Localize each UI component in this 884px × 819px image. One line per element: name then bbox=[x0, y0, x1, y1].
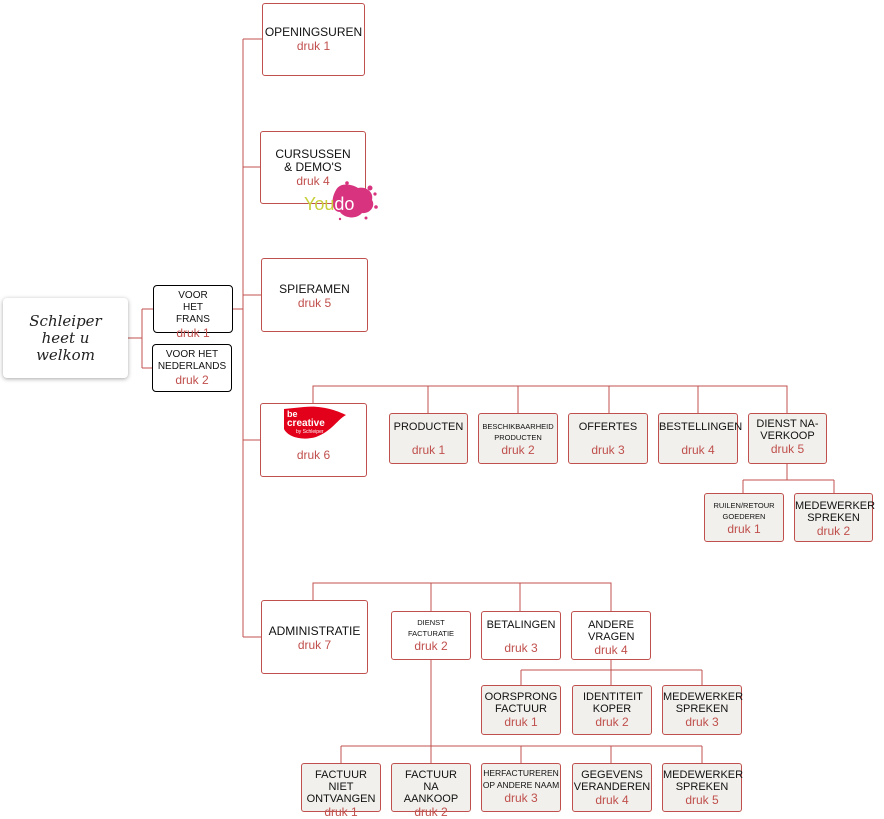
billing-medewerker-label: MEDEWERKER SPREKEN bbox=[663, 769, 744, 793]
billing-gegevens-druk: druk 4 bbox=[595, 793, 629, 807]
aftersales-medewerker-label: MEDEWERKER SPREKEN bbox=[795, 500, 876, 524]
admin-betalingen[interactable]: BETALINGEN druk 3 bbox=[481, 611, 561, 660]
language-french-box[interactable]: VOOR HET FRANS druk 1 bbox=[153, 285, 233, 340]
vragen-identiteit[interactable]: IDENTITEIT KOPER druk 2 bbox=[572, 685, 652, 735]
billing-na-aankoop-label: FACTUUR NA AANKOOP bbox=[403, 769, 459, 805]
youdo-you-text: Youdo bbox=[304, 194, 354, 214]
admin-andere-vragen-label: ANDERE VRAGEN bbox=[588, 619, 635, 643]
billing-niet-ontvangen-label: FACTUUR NIET ONTVANGEN bbox=[306, 769, 376, 805]
billing-na-aankoop-druk: druk 2 bbox=[414, 805, 448, 819]
menu-spieramen[interactable]: SPIERAMEN druk 5 bbox=[261, 258, 368, 332]
admin-dienst-facturatie[interactable]: DIENST FACTURATIE druk 2 bbox=[391, 611, 471, 660]
menu-administratie-label: ADMINISTRATIE bbox=[268, 624, 361, 638]
billing-gegevens-label: GEGEVENS VERANDEREN bbox=[573, 769, 651, 793]
billing-niet-ontvangen[interactable]: FACTUUR NIET ONTVANGEN druk 1 bbox=[301, 763, 381, 819]
creative-dienst-na-verkoop[interactable]: DIENST NA-VERKOOP druk 5 bbox=[748, 413, 827, 464]
vragen-identiteit-druk: druk 2 bbox=[595, 715, 629, 729]
creative-offertes-label: OFFERTES bbox=[578, 421, 638, 433]
billing-na-aankoop[interactable]: FACTUUR NA AANKOOP druk 2 bbox=[391, 763, 471, 819]
creative-offertes[interactable]: OFFERTES druk 3 bbox=[568, 413, 648, 464]
creative-bestellingen-druk: druk 4 bbox=[681, 443, 715, 457]
welcome-text: Schleiper heet u welkom bbox=[29, 311, 102, 364]
menu-be-creative[interactable]: druk 6 bbox=[260, 403, 367, 477]
billing-herfactureren-druk: druk 3 bbox=[504, 791, 538, 805]
admin-betalingen-label: BETALINGEN bbox=[486, 619, 556, 631]
creative-dienst-na-verkoop-label: DIENST NA-VERKOOP bbox=[756, 418, 819, 442]
vragen-oorsprong-druk: druk 1 bbox=[504, 715, 538, 729]
be-creative-text: creative bbox=[287, 418, 325, 429]
creative-dienst-na-verkoop-druk: druk 5 bbox=[770, 442, 805, 456]
vragen-medewerker-druk: druk 3 bbox=[685, 715, 719, 729]
aftersales-ruilen-druk: druk 1 bbox=[727, 522, 761, 536]
creative-offertes-druk: druk 3 bbox=[591, 443, 625, 457]
language-dutch-druk: druk 2 bbox=[175, 373, 209, 387]
language-french-label: VOOR HET FRANS bbox=[176, 290, 210, 325]
billing-herfactureren-label: HERFACTUREREN OP ANDERE NAAM bbox=[482, 768, 560, 790]
vragen-oorsprong-label: OORSPRONG FACTUUR bbox=[484, 691, 558, 715]
welcome-card: Schleiper heet u welkom bbox=[3, 298, 128, 378]
menu-cursussen-druk: druk 4 bbox=[296, 174, 330, 188]
aftersales-medewerker-druk: druk 2 bbox=[816, 524, 851, 538]
vragen-medewerker-label: MEDEWERKER SPREKEN bbox=[663, 691, 744, 715]
billing-niet-ontvangen-druk: druk 1 bbox=[324, 805, 358, 819]
vragen-identiteit-label: IDENTITEIT KOPER bbox=[583, 691, 643, 715]
language-french-druk: druk 1 bbox=[176, 326, 210, 340]
admin-betalingen-druk: druk 3 bbox=[504, 641, 538, 655]
be-creative-logo: be creative by Schleiper bbox=[284, 406, 346, 439]
menu-spieramen-label: SPIERAMEN bbox=[279, 282, 350, 296]
billing-gegevens[interactable]: GEGEVENS VERANDEREN druk 4 bbox=[572, 763, 652, 812]
creative-beschikbaarheid[interactable]: BESCHIKBAARHEID PRODUCTEN druk 2 bbox=[478, 413, 558, 464]
billing-medewerker[interactable]: MEDEWERKER SPREKEN druk 5 bbox=[662, 763, 744, 812]
admin-dienst-facturatie-label: DIENST FACTURATIE bbox=[407, 618, 455, 638]
vragen-oorsprong[interactable]: OORSPRONG FACTUUR druk 1 bbox=[481, 685, 561, 735]
language-dutch-label: VOOR HET NEDERLANDS bbox=[157, 349, 227, 372]
menu-administratie[interactable]: ADMINISTRATIE druk 7 bbox=[261, 600, 368, 674]
svg-text:by Schleiper: by Schleiper bbox=[296, 429, 324, 435]
menu-cursussen[interactable]: CURSUSSEN & DEMO'S druk 4 bbox=[260, 131, 366, 204]
billing-medewerker-druk: druk 5 bbox=[685, 793, 719, 807]
menu-administratie-druk: druk 7 bbox=[297, 638, 332, 652]
creative-bestellingen-label: BESTELLINGEN bbox=[659, 421, 743, 433]
vragen-medewerker[interactable]: MEDEWERKER SPREKEN druk 3 bbox=[662, 685, 744, 735]
creative-beschikbaarheid-label: BESCHIKBAARHEID PRODUCTEN bbox=[482, 422, 554, 442]
menu-openingsuren-druk: druk 1 bbox=[296, 39, 331, 53]
svg-text:be: be bbox=[287, 409, 298, 419]
creative-producten-label: PRODUCTEN bbox=[393, 421, 464, 433]
billing-herfactureren[interactable]: HERFACTUREREN OP ANDERE NAAM druk 3 bbox=[481, 763, 561, 812]
creative-bestellingen[interactable]: BESTELLINGEN druk 4 bbox=[658, 413, 743, 464]
menu-spieramen-druk: druk 5 bbox=[297, 296, 332, 310]
menu-openingsuren[interactable]: OPENINGSUREN druk 1 bbox=[262, 3, 365, 76]
creative-producten[interactable]: PRODUCTEN druk 1 bbox=[389, 413, 468, 464]
creative-beschikbaarheid-druk: druk 2 bbox=[501, 443, 535, 457]
aftersales-ruilen[interactable]: RUILEN/RETOUR GOEDEREN druk 1 bbox=[704, 493, 784, 542]
admin-andere-vragen-druk: druk 4 bbox=[594, 643, 628, 657]
creative-producten-druk: druk 1 bbox=[411, 443, 446, 457]
aftersales-medewerker[interactable]: MEDEWERKER SPREKEN druk 2 bbox=[794, 493, 876, 542]
aftersales-ruilen-label: RUILEN/RETOUR GOEDEREN bbox=[713, 501, 775, 521]
menu-cursussen-label: CURSUSSEN & DEMO'S bbox=[275, 147, 351, 174]
admin-andere-vragen[interactable]: ANDERE VRAGEN druk 4 bbox=[571, 611, 651, 660]
admin-dienst-facturatie-druk: druk 2 bbox=[414, 639, 448, 653]
youdo-logo: Youdo bbox=[304, 181, 378, 221]
menu-be-creative-druk: druk 6 bbox=[296, 448, 331, 462]
menu-openingsuren-label: OPENINGSUREN bbox=[264, 25, 363, 39]
language-dutch-box[interactable]: VOOR HET NEDERLANDS druk 2 bbox=[152, 344, 232, 392]
